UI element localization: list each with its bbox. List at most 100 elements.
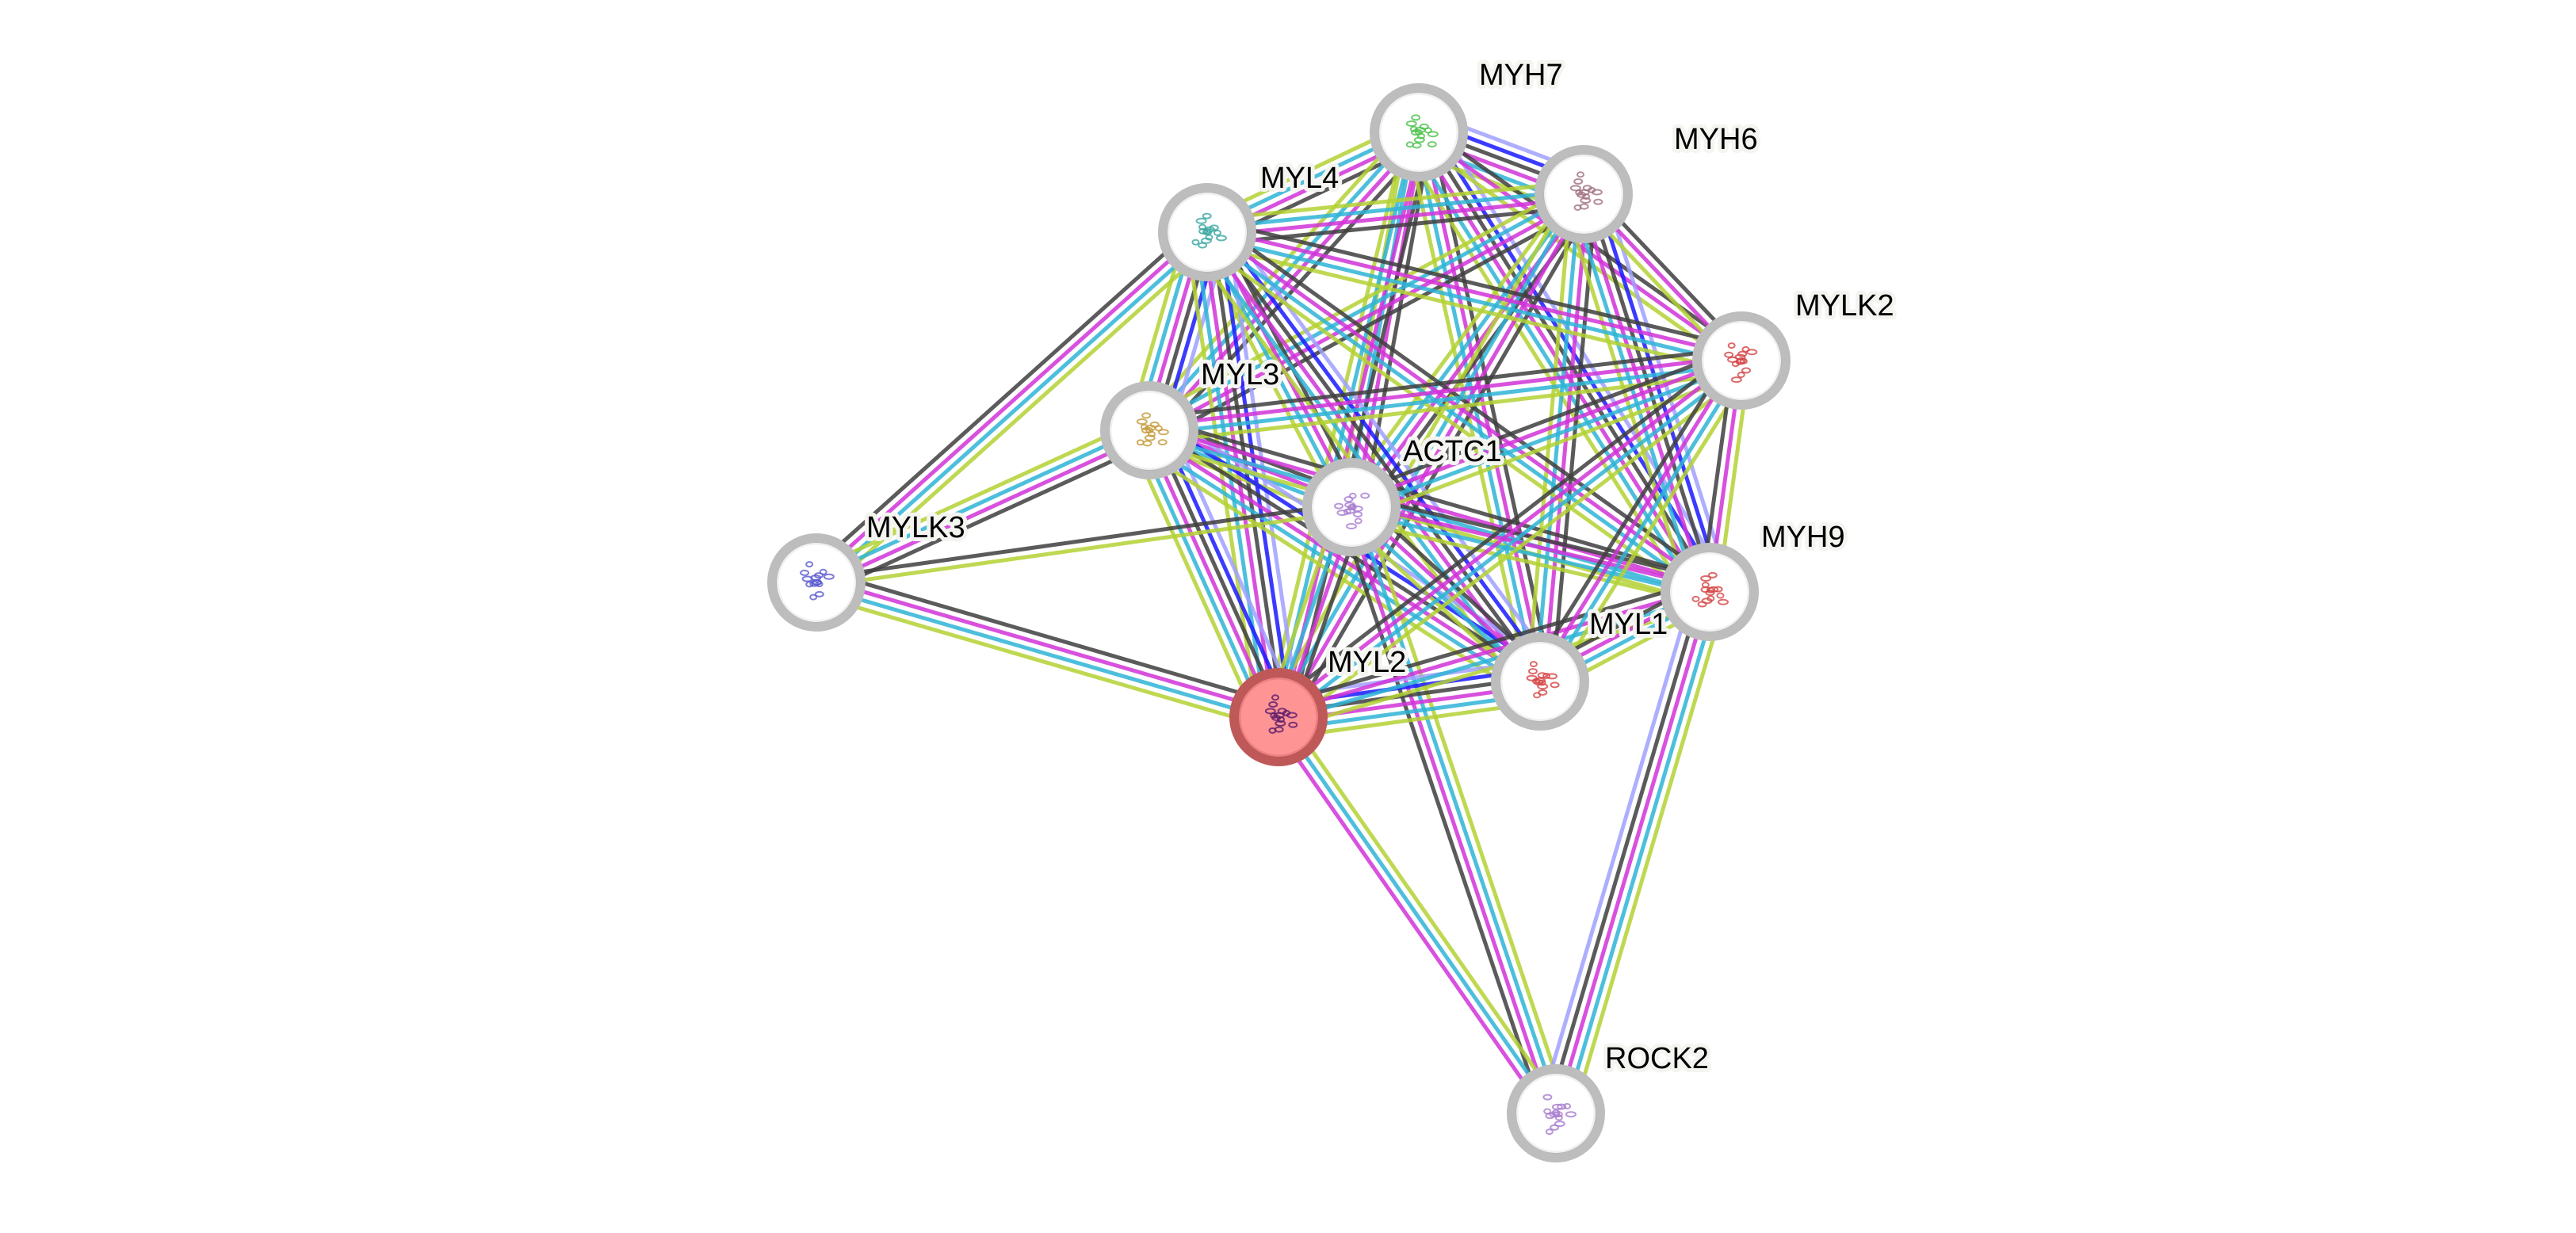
edge-line-experimental: [1143, 431, 1277, 720]
edge-myh9-rock2[interactable]: [1538, 586, 1728, 1119]
structure-helix: [1140, 423, 1148, 430]
structure-helix: [1202, 212, 1212, 219]
edge-line-curated_db: [1273, 191, 1582, 716]
structure-helix: [1730, 376, 1742, 384]
edge-line-experimental: [1148, 354, 1741, 429]
edge-line-textmining: [1206, 179, 1583, 222]
structure-helix: [1538, 689, 1548, 696]
edge-myl2-rock2[interactable]: [1270, 711, 1565, 1120]
edge-line-experimental: [1150, 196, 1587, 436]
structure-helix: [1277, 708, 1287, 715]
structure-helix: [1195, 217, 1207, 224]
edge-line-textmining: [1355, 370, 1747, 521]
edge-actc1-rock2[interactable]: [1337, 502, 1570, 1118]
structure-helix: [1286, 712, 1298, 719]
node-label: MYLK2: [1795, 289, 1894, 323]
structure-helix: [1741, 367, 1751, 374]
node-myh7[interactable]: MYH7: [1370, 55, 1567, 181]
node-myl1[interactable]: MYL1: [1491, 604, 1672, 731]
edge-line-curated_db: [1279, 362, 1745, 723]
edge-line-curated_db: [1353, 505, 1562, 1113]
structure-helix: [1549, 1111, 1561, 1118]
structure-helix: [1141, 412, 1152, 419]
structure-helix: [1591, 189, 1603, 196]
edge-myl2-mylk2[interactable]: [1269, 349, 1751, 729]
structure-helix: [1157, 429, 1169, 436]
structure-helix: [1405, 120, 1417, 127]
structure-helix: [1141, 427, 1152, 434]
structure-helix: [805, 561, 814, 568]
structure-helix: [1411, 129, 1421, 136]
structure-helix: [1737, 357, 1746, 364]
edge-line-textmining: [1569, 596, 1728, 1119]
structure-helix: [1545, 1113, 1555, 1120]
structure-helix: [1354, 517, 1363, 525]
node-rock2[interactable]: ROCK2: [1507, 1038, 1713, 1162]
edge-myh6-myl4[interactable]: [1206, 179, 1585, 247]
edge-myl3-myh9[interactable]: [1145, 416, 1714, 606]
protein-structure-icon: [1264, 694, 1298, 734]
structure-helix: [1203, 227, 1212, 235]
structure-helix: [1334, 502, 1344, 510]
structure-helix: [1700, 575, 1712, 582]
edge-myl4-mylk2[interactable]: [1203, 218, 1745, 375]
node-myh9[interactable]: MYH9: [1661, 517, 1849, 641]
node-mylk3[interactable]: MYLK3: [767, 507, 969, 632]
edge-myl2-mylk3[interactable]: [812, 568, 1283, 731]
node-inner-ring: [776, 542, 857, 623]
structure-helix: [1565, 1111, 1577, 1118]
structure-helix: [819, 568, 827, 575]
edge-line-curated_db: [1542, 361, 1747, 685]
node-label: MYL3: [1201, 358, 1279, 391]
edge-line-experimental: [1208, 227, 1714, 590]
edge-line-textmining: [1361, 502, 1570, 1110]
edge-line-curated_db: [1561, 594, 1720, 1117]
node-myl3[interactable]: MYL3: [1100, 354, 1283, 479]
structure-helix: [1569, 185, 1581, 192]
node-actc1[interactable]: ACTC1: [1302, 431, 1506, 556]
node-inner-ring: [1167, 192, 1248, 273]
node-myl4[interactable]: MYL4: [1158, 158, 1343, 281]
structure-helix: [1716, 592, 1725, 599]
node-inner-ring: [1543, 154, 1624, 235]
structure-helix: [1148, 430, 1156, 437]
protein-structure-icon: [1691, 571, 1729, 608]
edge-line-coexpression: [1209, 231, 1285, 717]
edge-line-experimental: [1276, 586, 1710, 716]
edge-line-experimental: [1145, 432, 1539, 687]
node-circle: [1507, 1064, 1605, 1162]
edge-line-textmining: [1138, 122, 1412, 424]
node-label: MYL1: [1589, 608, 1668, 641]
edge-line-textmining: [1405, 134, 1531, 685]
edge-line-curated_db: [1203, 234, 1709, 597]
node-mylk2[interactable]: MYLK2: [1692, 285, 1898, 410]
edge-line-curated_db: [813, 424, 1148, 581]
edge-myl1-mylk2[interactable]: [1527, 353, 1754, 689]
structure-helix: [1142, 440, 1152, 447]
edge-line-coexpression: [1274, 578, 1707, 708]
edge-myl3-mylk2[interactable]: [1147, 345, 1744, 445]
edge-line-coexpression: [1147, 345, 1741, 420]
structure-helix: [1347, 504, 1355, 510]
protein-structure-icon: [1569, 171, 1603, 211]
protein-structure-icon: [1405, 114, 1439, 149]
node-myh6[interactable]: MYH6: [1535, 119, 1762, 243]
edge-line-coexpression: [1527, 353, 1733, 676]
edge-line-textmining: [1549, 366, 1754, 689]
node-label: MYH7: [1479, 59, 1563, 92]
structure-helix: [1737, 350, 1748, 357]
structure-helix: [1268, 700, 1278, 708]
structure-helix: [1198, 242, 1208, 249]
edge-line-experimental: [1207, 226, 1743, 359]
structure-helix: [1213, 229, 1221, 236]
edge-line-curated_db: [1136, 434, 1269, 723]
node-label: MYH9: [1761, 521, 1845, 554]
structure-helix: [809, 594, 818, 601]
structure-helix: [1344, 502, 1356, 509]
structure-helix: [1198, 227, 1209, 235]
node-label: MYLK3: [866, 511, 965, 544]
edge-actc1-mylk3[interactable]: [815, 501, 1353, 589]
edge-actc1-mylk2[interactable]: [1346, 346, 1747, 521]
node-myl2[interactable]: MYL2: [1229, 642, 1410, 766]
structure-helix: [1411, 114, 1421, 121]
